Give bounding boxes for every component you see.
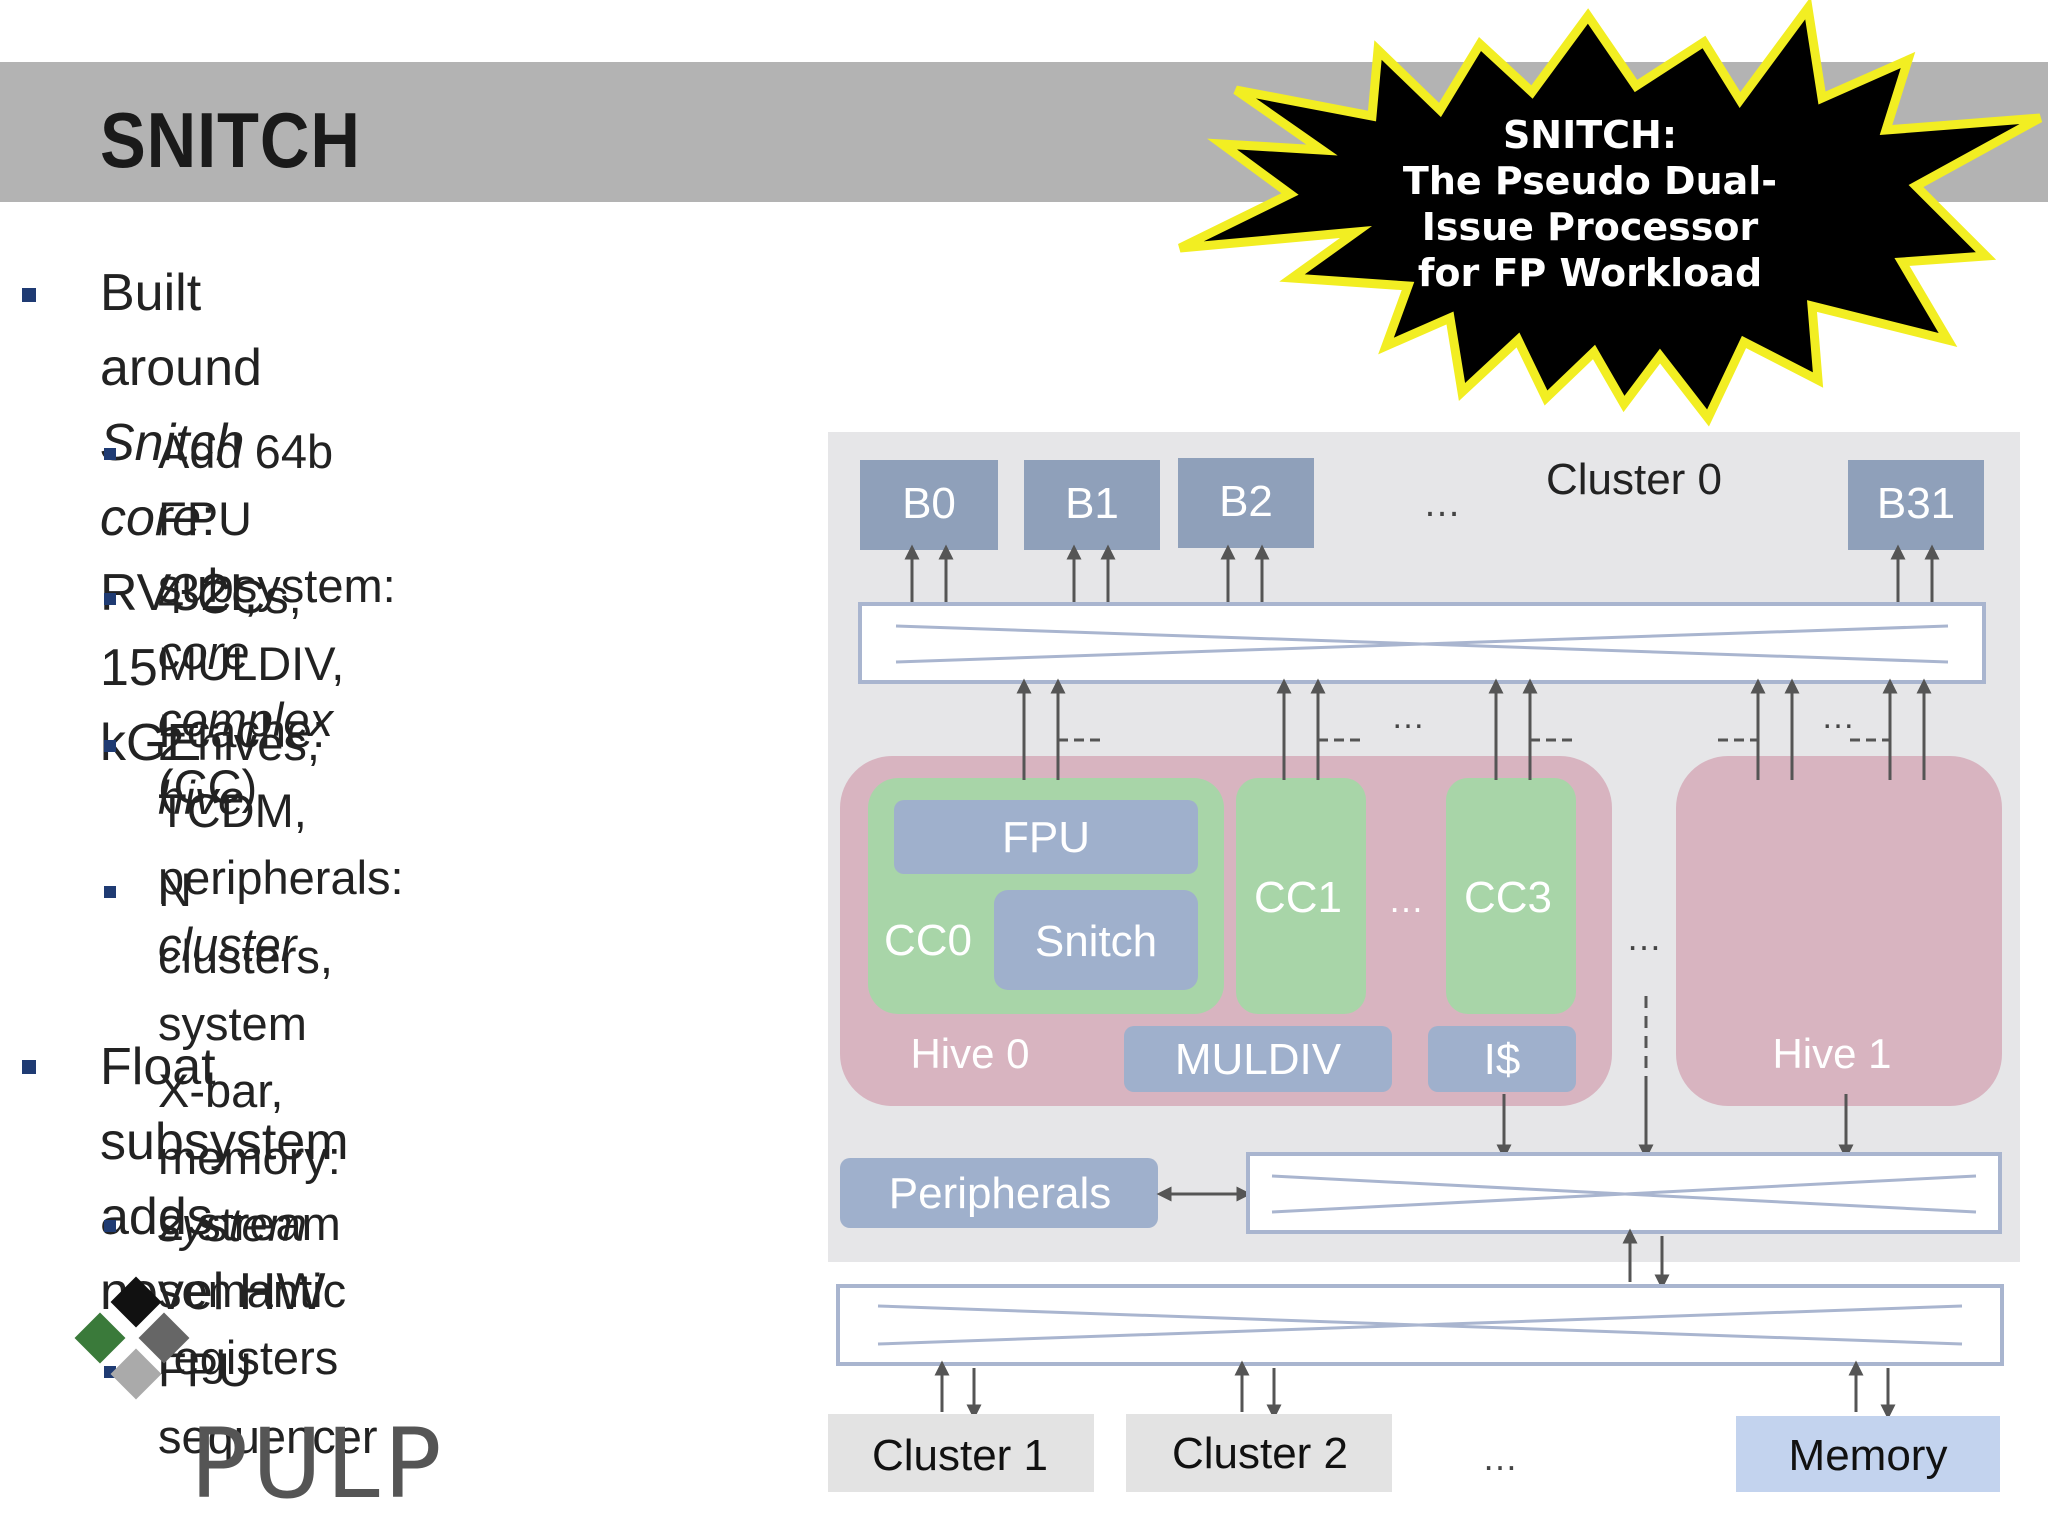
cc0-label: CC0 [884,916,972,965]
callout-starburst [1178,0,2043,427]
hive-0-label: Hive 0 [910,1030,1029,1077]
bank-b31 [1848,460,1984,550]
core-complex-cc3 [1446,778,1576,1014]
muldiv-label: MULDIV [1175,1035,1342,1084]
bullet-marker [22,1060,36,1074]
hive-to-crossbar-arrows [1016,678,1932,780]
cc3-label: CC3 [1464,873,1552,922]
sub-bullet-text: 2 stream semantic registers [158,1197,347,1384]
system-bottom-arrows [934,1360,1896,1420]
bank-b0-label: B0 [902,479,956,528]
cluster-1-block [828,1414,1094,1492]
cluster-lower-crossbar [1246,1152,2002,1234]
memory-label: Memory [1789,1431,1948,1480]
hive-to-lower-crossbar-arrows [1496,996,1854,1160]
core-complex-cc1 [1236,778,1366,1014]
snitch-label: Snitch [1035,917,1157,966]
fpu-block [894,800,1198,874]
peripherals-block [840,1158,1158,1228]
pulp-logo-text: PULP [190,1408,446,1520]
pulp-logo-icon [74,1276,190,1400]
sub-bullet-text: Add 64b FPU subsystem: core complex (CC) [158,425,396,813]
hive-1 [1676,756,2002,1106]
icache-label: I$ [1484,1035,1521,1084]
cc-ellipsis: … [1388,879,1424,920]
peripherals-label: Peripherals [889,1169,1112,1218]
sub-bullet-marker [104,593,116,605]
sub-bullet-marker [104,1220,116,1232]
icache-block [1428,1026,1576,1092]
sub-bullet-marker [104,448,116,460]
bank-b31-label: B31 [1877,479,1955,528]
hive-ellipsis: … [1626,917,1662,958]
hive-1-label: Hive 1 [1772,1030,1891,1077]
callout-text: SNITCH: The Pseudo Dual- Issue Processor… [1402,113,1778,295]
cluster-0-label: Cluster 0 [1546,455,1722,504]
bullet-marker [22,288,36,302]
bank-arrows [904,544,1940,602]
bank-b2 [1178,458,1314,548]
muldiv-block [1124,1026,1392,1092]
cluster-crossbar [858,602,1986,684]
ports-ellipsis-right: … [1821,698,1855,736]
memory-block [1736,1416,2000,1492]
ports-ellipsis: … [1391,698,1425,736]
cc1-label: CC1 [1254,873,1342,922]
sub-bullet-marker [104,886,116,898]
bank-b0 [860,460,998,550]
cluster-system-arrows [1622,1228,1670,1290]
sub-bullet-text: 2 hives, TCDM, peripherals: cluster [158,717,404,971]
bank-b2-label: B2 [1219,477,1273,526]
cluster-2-label: Cluster 2 [1172,1429,1348,1478]
cluster-2-block [1126,1414,1392,1492]
snitch-block [994,890,1198,990]
banks-ellipsis: … [1423,483,1461,525]
bank-b1-label: B1 [1065,479,1119,528]
sub-bullet-text: 4 CCs, MULDIV, I-cache: hive [158,570,345,824]
page-title: SNITCH [100,96,361,184]
bullet-text: Built around Snitch core: RV32I, 15 kGE [100,264,262,772]
fpu-label: FPU [1002,813,1090,862]
clusters-ellipsis: … [1482,1437,1518,1478]
bank-b1 [1024,460,1160,550]
sub-bullet-text: N clusters, system X-bar, memory: system [158,863,341,1251]
cluster-1-label: Cluster 1 [872,1431,1048,1480]
system-crossbar [836,1284,2004,1366]
sub-bullet-marker [104,740,116,752]
